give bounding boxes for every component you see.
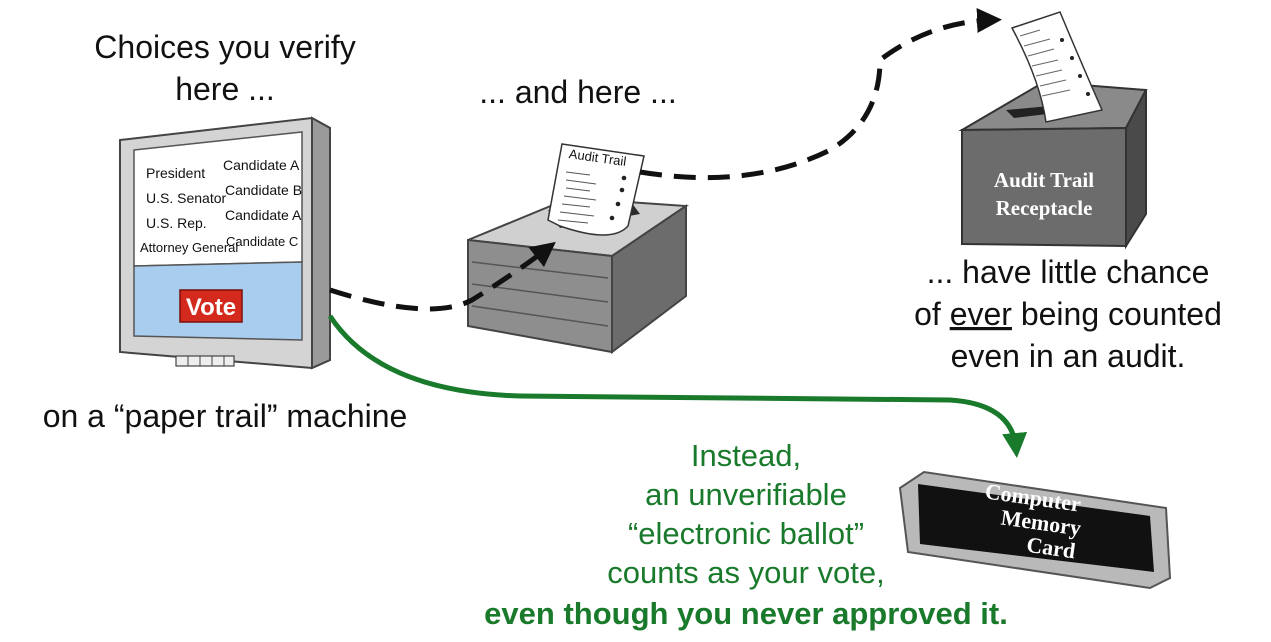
instead-line2: an unverifiable (645, 477, 847, 512)
verify-caption-line1: Choices you verify (94, 29, 355, 65)
receptacle-label-line2: Receptacle (996, 196, 1093, 220)
vote-button-label[interactable]: Vote (186, 294, 236, 321)
chance-caption-line3: even in an audit. (951, 338, 1186, 374)
ballot-candidate: Candidate A (225, 207, 302, 223)
ballot-office: U.S. Senator (146, 190, 226, 206)
instead-line3: “electronic ballot” (628, 516, 864, 551)
voting-machine: President Candidate A U.S. Senator Candi… (120, 118, 330, 368)
receptacle-label-line1: Audit Trail (994, 168, 1094, 192)
chance-caption-line2: of ever being counted (914, 296, 1222, 332)
and-here-caption: ... and here ... (479, 74, 676, 110)
instead-line1: Instead, (691, 438, 801, 473)
ballot-candidate: Candidate B (225, 182, 302, 198)
speaker-grille (176, 356, 234, 366)
memory-card: Computer Memory Card (900, 472, 1170, 588)
verify-caption-line2: here ... (175, 71, 275, 107)
dashed-arrow-to-receptacle (640, 20, 992, 178)
machine-caption: on a “paper trail” machine (43, 398, 408, 434)
ballot-office: Attorney General (140, 240, 238, 255)
ballot-office: U.S. Rep. (146, 215, 207, 231)
ballot-candidate: Candidate C (226, 234, 298, 249)
instead-line5: even though you never approved it. (484, 596, 1008, 631)
audit-paper: Audit Trail (548, 144, 644, 235)
ballot-office: President (146, 165, 205, 181)
green-arrow-to-memory-card (330, 316, 1016, 448)
vote-button[interactable]: Vote (180, 290, 242, 322)
chance-caption-line1: ... have little chance (927, 254, 1210, 290)
ever-underlined: ever (950, 296, 1013, 332)
chance-caption: ... have little chance of ever being cou… (914, 254, 1222, 374)
ballot-candidate: Candidate A (223, 157, 300, 173)
monitor-side (312, 118, 330, 368)
verify-caption: Choices you verify here ... (94, 29, 355, 107)
audit-receptacle: Audit Trail Receptacle (962, 12, 1146, 246)
instead-line4: counts as your vote, (607, 555, 884, 590)
